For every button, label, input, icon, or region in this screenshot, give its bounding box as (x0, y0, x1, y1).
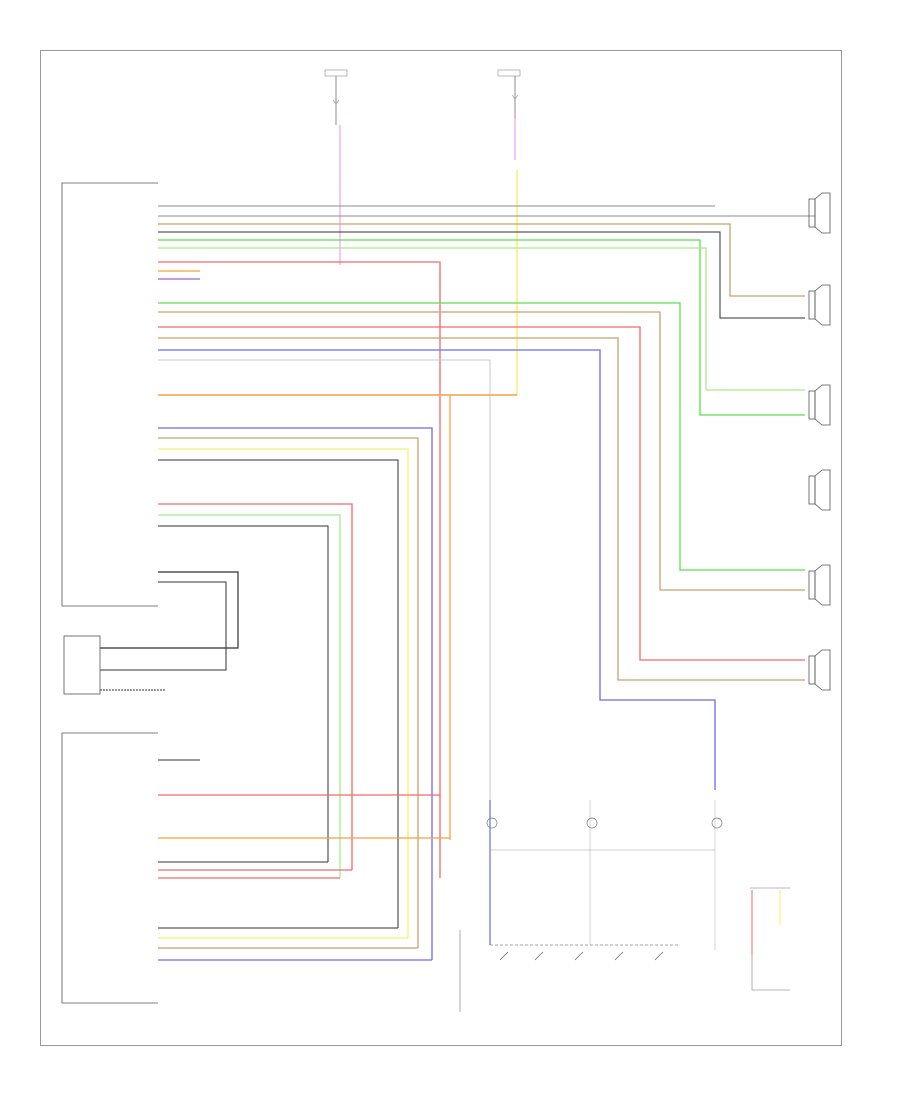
speaker-rf (808, 469, 831, 511)
speaker-rr (808, 564, 831, 606)
tuner-unit-box (61, 732, 450, 1004)
speakers-group (808, 192, 831, 691)
antenna-amp-box (63, 635, 101, 695)
speaker-lf (808, 192, 831, 234)
speaker-rrr (808, 649, 831, 691)
speaker-lr (808, 284, 831, 326)
steering-switch-section (459, 800, 790, 1012)
right-fuse-feed (497, 69, 521, 395)
speaker-lrr (808, 384, 831, 426)
audio-unit-box (61, 182, 158, 607)
left-fuse-feed (324, 69, 348, 265)
speaker-wiring (100, 205, 815, 960)
diagram-frame (40, 50, 842, 1046)
